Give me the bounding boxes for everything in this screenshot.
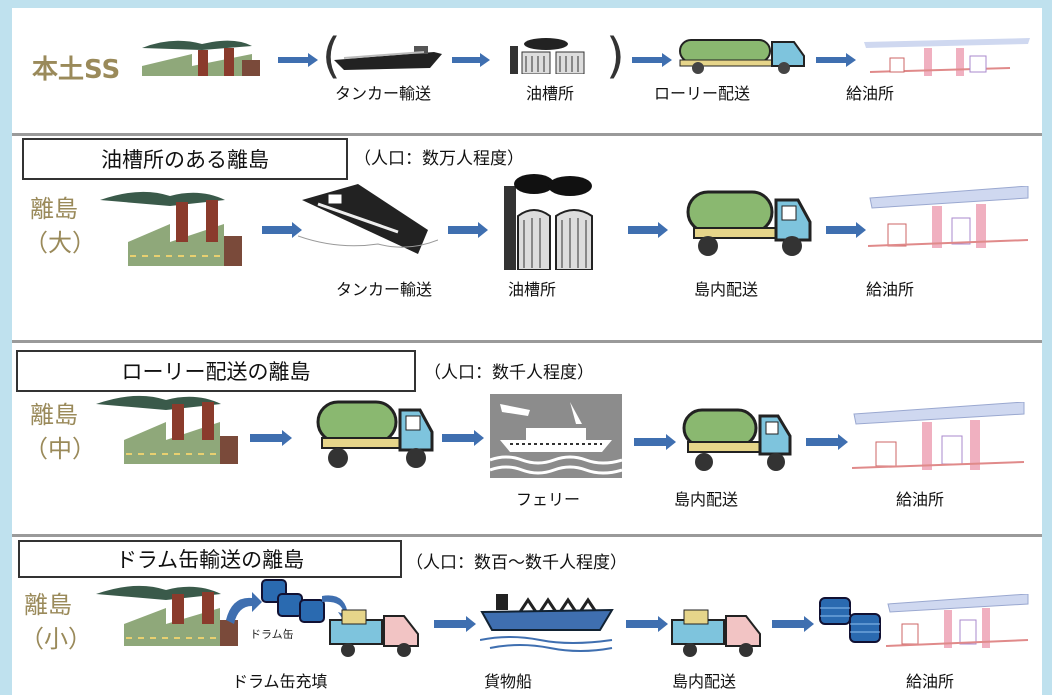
step-label: 給油所 <box>846 84 895 103</box>
section-divider <box>12 340 1042 343</box>
flow-arrow <box>278 53 318 67</box>
flow-arrow <box>448 222 488 238</box>
step-label: 島内配送 <box>672 672 737 691</box>
step-label: フェリー <box>516 490 581 509</box>
step-label: 油槽所 <box>508 280 557 299</box>
oil-depot-icon <box>506 36 598 74</box>
cargo-truck-icon <box>668 606 764 660</box>
section-divider <box>12 534 1042 537</box>
step-label: 島内配送 <box>694 280 759 299</box>
flow-arrow <box>634 434 676 450</box>
flow-arrow <box>262 222 302 238</box>
step-label: 給油所 <box>896 490 945 509</box>
bracket-close: ) <box>606 28 625 84</box>
oil-depot-icon <box>494 172 606 270</box>
tank-truck-icon <box>306 396 438 472</box>
flow-arrow <box>452 53 490 67</box>
step-label: 給油所 <box>906 672 955 691</box>
row-mainland-label: 本土SS <box>32 55 121 85</box>
factory-icon <box>100 190 242 266</box>
tanker-icon <box>334 42 442 72</box>
bracket-open: ( <box>322 28 341 84</box>
factory-icon <box>96 394 238 464</box>
cargo-truck-icon <box>326 606 422 660</box>
flow-arrow <box>816 53 856 67</box>
flow-arrow <box>626 616 668 632</box>
section-divider <box>12 133 1042 136</box>
island-size-label: 離島 <box>30 195 78 223</box>
flow-arrow <box>628 222 668 238</box>
step-label: タンカー輸送 <box>335 84 432 103</box>
tank-truck-icon <box>674 184 816 260</box>
population-note: （人口：数千人程度） <box>424 363 594 383</box>
island-size-label: 離島 <box>30 401 78 429</box>
population-note: （人口：数百～数千人程度） <box>406 553 627 573</box>
drum-fill-icon <box>222 576 362 636</box>
factory-icon <box>96 584 238 646</box>
step-label: 油槽所 <box>526 84 575 103</box>
factory-icon <box>142 40 260 76</box>
gas-station-icon <box>868 186 1032 252</box>
population-note: （人口：数万人程度） <box>354 149 524 169</box>
step-label: ドラム缶充填 <box>232 672 328 691</box>
step-label: タンカー輸送 <box>336 280 433 299</box>
island-size-label: 離島 <box>24 591 72 619</box>
gas-station-icon <box>886 594 1032 650</box>
island-size-label: （大） <box>24 229 96 257</box>
flow-arrow <box>442 430 484 446</box>
gas-station-icon <box>860 36 1032 78</box>
ferry-icon <box>490 394 622 478</box>
flow-arrow <box>826 222 866 238</box>
flow-arrow <box>250 430 292 446</box>
gas-station-icon <box>852 402 1028 474</box>
section-title-box: ローリー配送の離島 <box>16 350 416 392</box>
flow-arrow <box>434 616 476 632</box>
drum-caption: ドラム缶 <box>250 628 294 641</box>
island-size-label: （小） <box>20 625 92 653</box>
drum-icon <box>816 594 886 648</box>
step-label: ローリー配送 <box>654 84 751 103</box>
step-label: 給油所 <box>866 280 915 299</box>
tanker-icon <box>298 180 438 260</box>
tank-truck-icon <box>676 34 810 76</box>
section-title-box: ドラム缶輸送の離島 <box>18 540 402 578</box>
cargo-ship-icon <box>480 590 614 652</box>
tank-truck-icon <box>674 404 796 474</box>
step-label: 貨物船 <box>484 672 533 691</box>
flow-arrow <box>772 616 814 632</box>
section-title-box: 油槽所のある離島 <box>22 138 348 180</box>
flow-arrow <box>632 53 672 67</box>
island-size-label: （中） <box>24 435 96 463</box>
step-label: 島内配送 <box>674 490 739 509</box>
flow-arrow <box>806 434 848 450</box>
